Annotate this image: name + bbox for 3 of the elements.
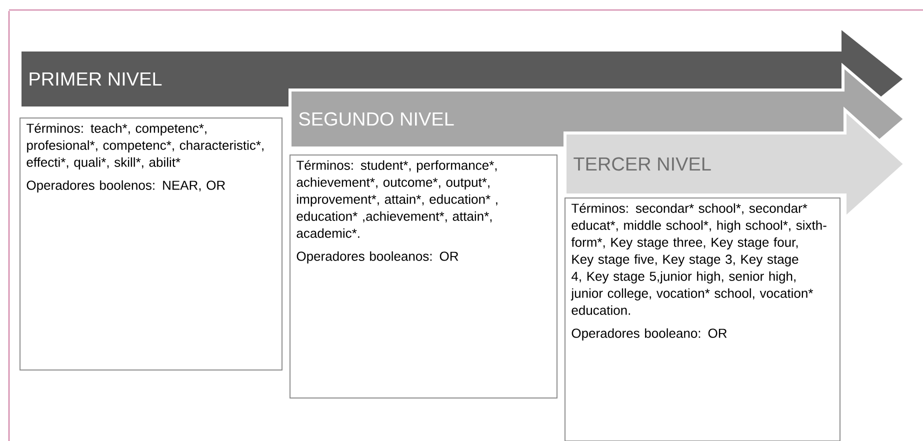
text-box: Términos: teach*, competenc*, profesional*, competenc*, characteristic*, effecti*, quali*, skill*, abilit* Operadores boolenos: NEAR, OR <box>20 118 282 370</box>
text-box: Términos: secondar* school*, secondar* educat*, middle school*, high school*, sixth-form*, Key stage three, Key stage four, Key stage five, Key stage 3, Key stage 4, Key stage 5,junior high, senior high, junior college, vocation* school, vocation* education. Operadores booleano: OR <box>564 198 840 441</box>
text-box: Términos: student*, performance*, achievement*, outcome*, output*, improvement*, attain*, education* , education* ,achievement*, attain*, academic*. Operadores booleanos: OR <box>290 154 558 398</box>
